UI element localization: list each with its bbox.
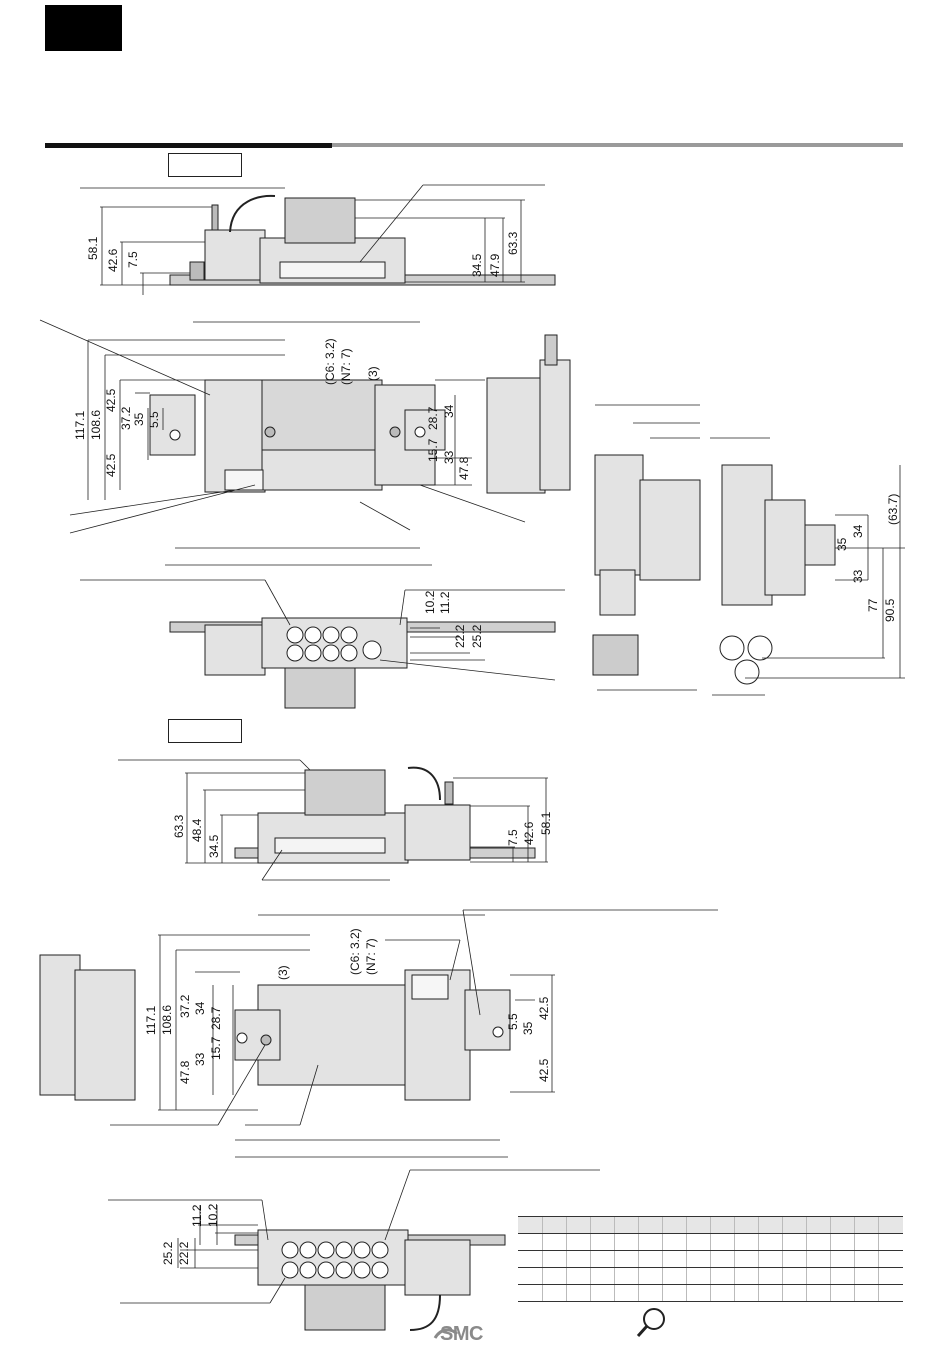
dim-lines-6 bbox=[110, 909, 718, 1158]
side-dim-90-5: 90.5 bbox=[883, 598, 897, 622]
end-view-1 bbox=[486, 334, 571, 494]
dim-15-7-b: 15.7 bbox=[209, 1036, 223, 1060]
side-dim-35: 35 bbox=[835, 537, 849, 551]
dim-42-5-b: 42.5 bbox=[104, 453, 118, 477]
top-view-2 bbox=[234, 969, 511, 1101]
dim-33-b: 33 bbox=[193, 1052, 207, 1066]
left-end-view-2 bbox=[39, 954, 136, 1101]
dim-42-6: 42.6 bbox=[106, 248, 120, 272]
dim-11-2-a: 11.2 bbox=[438, 591, 452, 614]
bottom-view-2 bbox=[234, 1229, 506, 1331]
dim-47-8-a: 47.8 bbox=[457, 456, 471, 480]
dim-42-6-b: 42.6 bbox=[522, 821, 536, 845]
dim-22-2-b: 22.2 bbox=[177, 1241, 191, 1265]
dim-58-1-b: 58.1 bbox=[539, 811, 553, 835]
dim-lines-4 bbox=[595, 404, 905, 696]
dim-34-5-b: 34.5 bbox=[207, 834, 221, 858]
dim-33-a: 33 bbox=[442, 450, 456, 464]
dim-28-7-a: 28.7 bbox=[426, 406, 440, 430]
dim-63-3: 63.3 bbox=[506, 231, 520, 255]
dim-c6-b: (C6: 3.2) bbox=[348, 928, 362, 975]
dim-22-2-a: 22.2 bbox=[453, 624, 467, 648]
dim-42-5-c: 42.5 bbox=[537, 996, 551, 1020]
side-dim-63-7: (63.7) bbox=[886, 494, 900, 525]
side-dim-33: 33 bbox=[851, 569, 865, 583]
dim-34-a: 34 bbox=[442, 404, 456, 418]
dim-35-c: 35 bbox=[521, 1021, 535, 1035]
side-dim-77: 77 bbox=[866, 598, 880, 612]
dim-108-6-a: 108.6 bbox=[89, 410, 103, 440]
dim-58-1: 58.1 bbox=[86, 236, 100, 260]
dim-108-6-b: 108.6 bbox=[160, 1005, 174, 1035]
dim-25-2-a: 25.2 bbox=[470, 624, 484, 648]
dim-37-2-a: 37.2 bbox=[119, 406, 133, 430]
smc-logo: SMC bbox=[440, 1323, 483, 1345]
header-rule-light bbox=[332, 143, 903, 147]
page-tab bbox=[45, 5, 122, 51]
smc-logo-mark bbox=[433, 1328, 459, 1339]
dim-10-2-a: 10.2 bbox=[423, 590, 437, 614]
header-rule-dark bbox=[45, 143, 332, 148]
dim-63-3-b: 63.3 bbox=[172, 814, 186, 838]
top-view-1 bbox=[149, 379, 446, 493]
dim-n7-b: (N7: 7) bbox=[364, 938, 378, 975]
magnifier-icon bbox=[636, 1308, 665, 1338]
dim-7-5-b: 7.5 bbox=[506, 829, 520, 846]
dim-7-5: 7.5 bbox=[126, 251, 140, 268]
dim-25-2-b: 25.2 bbox=[161, 1241, 175, 1265]
side-dim-34: 34 bbox=[851, 524, 865, 538]
dim-28-7-b: 28.7 bbox=[209, 1006, 223, 1030]
dim-34-b: 34 bbox=[193, 1001, 207, 1015]
dim-42-5-a: 42.5 bbox=[104, 388, 118, 412]
dim-5-5-a: 5.5 bbox=[147, 411, 161, 428]
dim-35-a: 35 bbox=[132, 412, 146, 426]
spec-table bbox=[518, 1216, 903, 1302]
dim-lines-2 bbox=[39, 319, 526, 566]
dim-10-2-b: 10.2 bbox=[206, 1203, 220, 1227]
dim-34-5: 34.5 bbox=[470, 253, 484, 277]
dim-5-5-c: 5.5 bbox=[506, 1013, 520, 1030]
dim-11-2-b: 11.2 bbox=[190, 1204, 204, 1227]
dim-117-1-b: 117.1 bbox=[144, 1006, 158, 1035]
front-view-2 bbox=[234, 766, 536, 864]
section-label-box-2 bbox=[168, 719, 242, 743]
bottom-view-1 bbox=[169, 617, 556, 709]
dim-lines-7 bbox=[108, 1169, 600, 1304]
dim-117-1-a: 117.1 bbox=[73, 411, 87, 440]
dim-lines-1 bbox=[80, 184, 545, 295]
dim-3-a: (3) bbox=[366, 366, 380, 381]
dim-3-b: (3) bbox=[276, 965, 290, 980]
dim-48-4-b: 48.4 bbox=[190, 818, 204, 842]
side-view bbox=[592, 454, 836, 685]
dim-37-2-b: 37.2 bbox=[178, 994, 192, 1018]
dim-42-5-d: 42.5 bbox=[537, 1058, 551, 1082]
dim-n7-a: (N7: 7) bbox=[339, 348, 353, 385]
dim-lines-5 bbox=[118, 759, 548, 881]
dim-c6-a: (C6: 3.2) bbox=[323, 338, 337, 385]
dim-47-9: 47.9 bbox=[488, 253, 502, 277]
dim-lines-3 bbox=[80, 579, 565, 681]
dim-47-8-b: 47.8 bbox=[178, 1060, 192, 1084]
section-label-box-1 bbox=[168, 153, 242, 177]
dim-15-7-a: 15.7 bbox=[426, 438, 440, 462]
front-view-1 bbox=[169, 194, 556, 286]
